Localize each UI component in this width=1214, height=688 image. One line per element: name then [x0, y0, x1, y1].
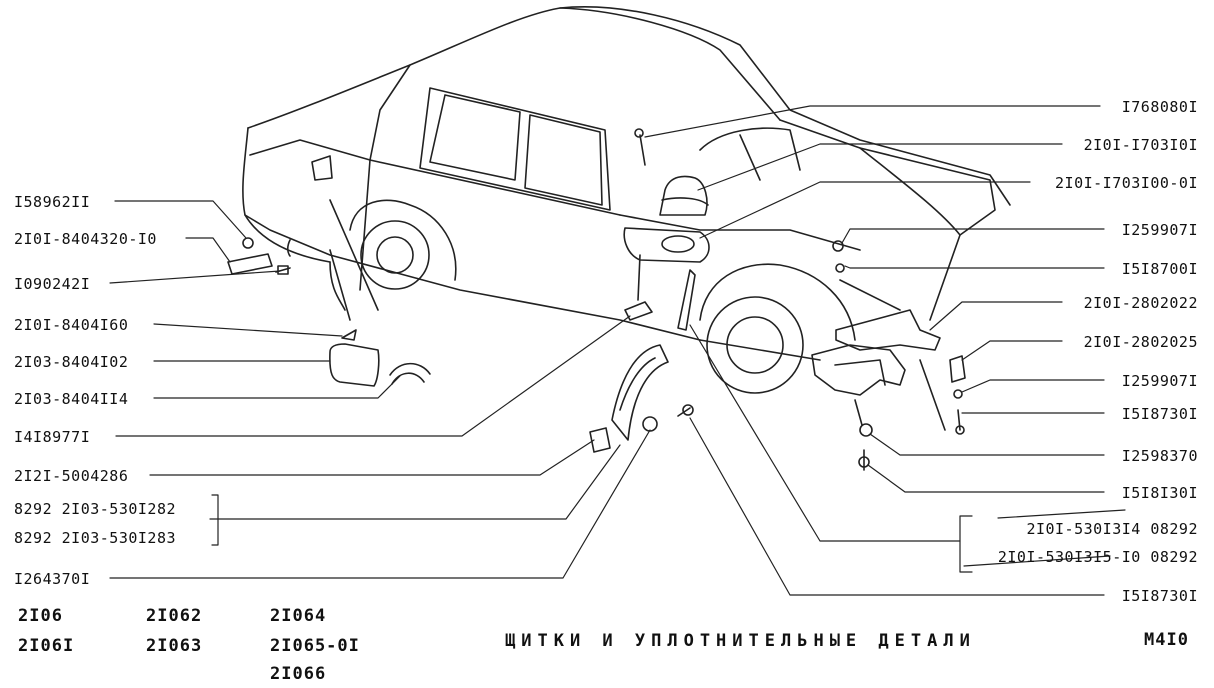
model-number: 2I065-0I — [270, 636, 360, 656]
model-number: 2I063 — [146, 636, 203, 656]
label-part-r6: 2I0I-2802022 — [1083, 294, 1198, 312]
label-part-r7: 2I0I-2802025 — [1083, 333, 1198, 351]
label-part-1: I58962II — [14, 193, 91, 211]
page-code: М4I0 — [1144, 630, 1189, 650]
fuel-cap-parts — [227, 199, 431, 387]
label-part-11: I264370I — [14, 570, 91, 588]
label-part-7: I4I8977I — [14, 428, 91, 446]
label-part-r12: 2I0I-530I3I4 08292 — [1026, 520, 1198, 538]
label-part-3: I090242I — [14, 275, 91, 293]
label-part-8: 2I2I-5004286 — [14, 467, 129, 485]
label-part-r1: I768080I — [1121, 98, 1198, 116]
label-part-10: 8292 2I03-530I283 — [14, 529, 177, 547]
model-number: 2I066 — [270, 664, 327, 684]
label-part-r4: I259907I — [1121, 221, 1198, 239]
splash-shield-parts — [589, 301, 694, 453]
label-part-4: 2I0I-8404I60 — [14, 316, 129, 334]
label-part-r11: I5I8I30I — [1121, 484, 1198, 502]
brackets — [211, 494, 1126, 573]
label-part-r13: 2I0I-530I3I5-I0 08292 — [997, 548, 1198, 566]
car-body-outline — [242, 6, 1011, 394]
model-number: 2I06 — [18, 606, 63, 626]
label-part-6: 2I03-8404II4 — [14, 390, 129, 408]
model-number: 2I062 — [146, 606, 203, 626]
leader-lines — [109, 105, 1105, 596]
label-part-r2: 2I0I-I703I0I — [1083, 136, 1198, 154]
label-part-r3: 2I0I-I703I00-0I — [1055, 174, 1198, 192]
label-part-9: 8292 2I03-530I282 — [14, 500, 177, 518]
hood-seal-parts — [623, 128, 710, 331]
front-shield-parts — [811, 240, 966, 471]
label-part-2: 2I0I-8404320-I0 — [14, 230, 157, 248]
label-part-r8: I259907I — [1121, 372, 1198, 390]
diagram-title: ЩИТКИ И УПЛОТНИТЕЛЬНЫЕ ДЕТАЛИ — [505, 631, 976, 651]
model-number: 2I06I — [18, 636, 75, 656]
label-part-r5: I5I8700I — [1121, 260, 1198, 278]
label-part-5: 2I03-8404I02 — [14, 353, 129, 371]
label-part-r10: I2598370 — [1121, 447, 1198, 465]
label-part-r9: I5I8730I — [1121, 405, 1198, 423]
model-number: 2I064 — [270, 606, 327, 626]
label-part-r14: I5I8730I — [1121, 587, 1198, 605]
